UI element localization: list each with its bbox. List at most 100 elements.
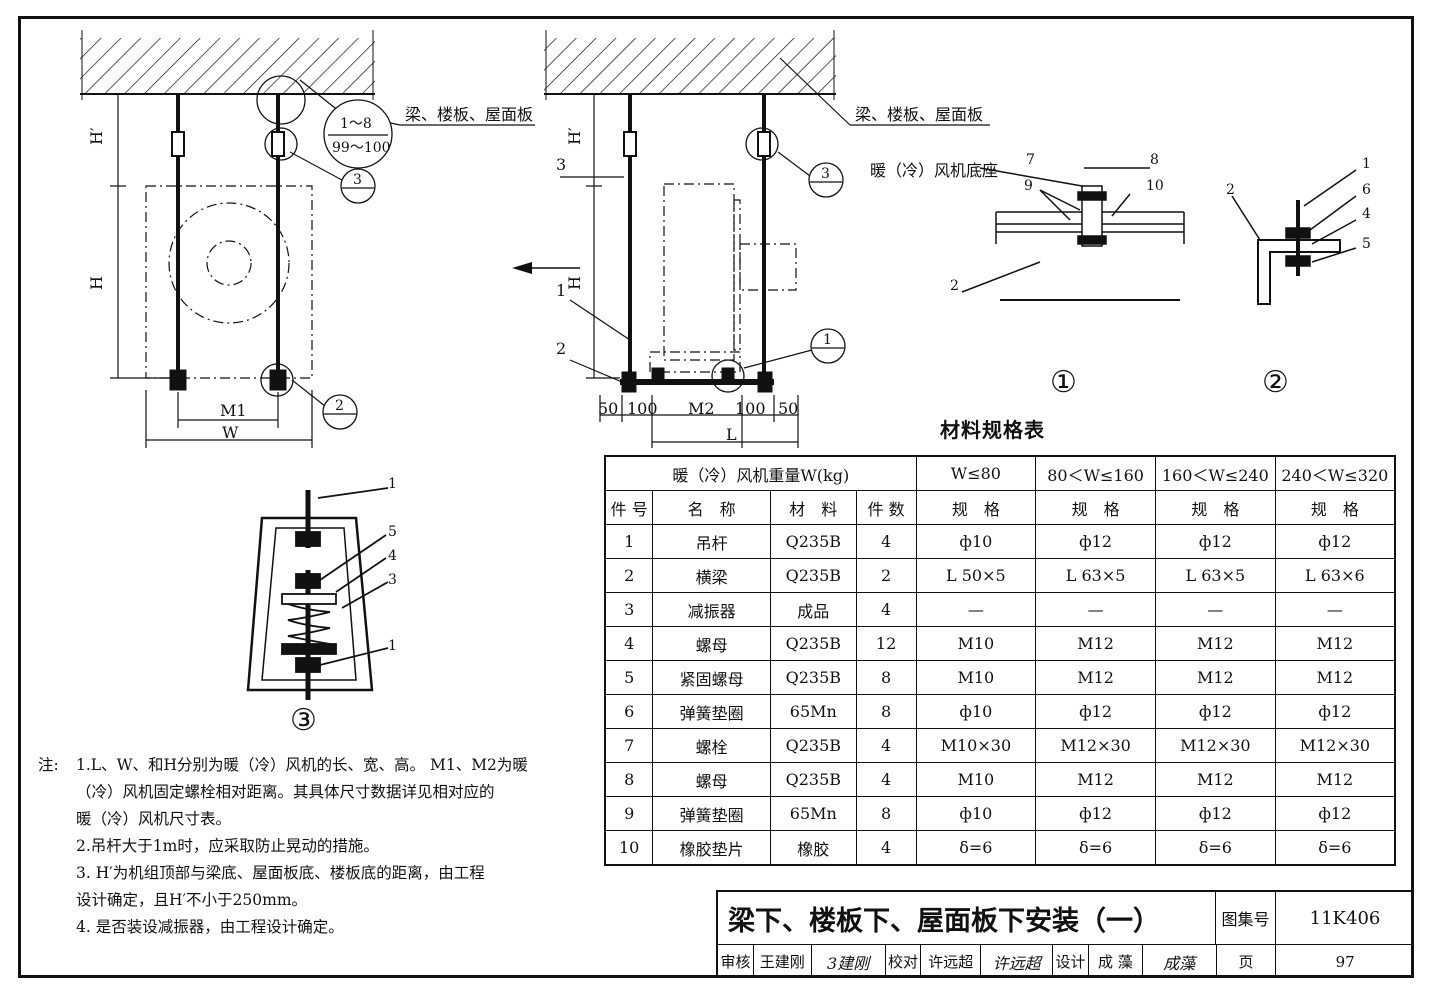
- cell-name: 吊杆: [652, 524, 771, 559]
- review-label: 审核: [718, 945, 754, 978]
- note-line: 4. 是否装设减振器，由工程设计确定。: [76, 918, 344, 936]
- callout-2-left-text: 2: [335, 398, 344, 414]
- note-line: （冷）风机固定螺栓相对距离。其具体尺寸数据详见相对应的: [76, 783, 495, 801]
- cell-spec-1: M10: [915, 762, 1037, 797]
- note-line: 1.L、W、和H分别为暖（冷）风机的长、宽、高。 M1、M2为暖: [76, 756, 528, 774]
- cell-spec-2: ф12: [1035, 796, 1156, 831]
- cell-qty: 2: [855, 558, 917, 593]
- d2-part-5: 5: [1362, 236, 1371, 252]
- cell-spec-4: L 63×6: [1274, 558, 1396, 593]
- cell-name: 橡胶垫片: [652, 830, 771, 866]
- cell-no: 1: [604, 524, 654, 559]
- cell-spec-1: M10×30: [915, 728, 1037, 763]
- callout-1-mid: 1: [810, 328, 846, 364]
- d3-part-4: 4: [388, 548, 397, 564]
- cell-qty: 8: [855, 694, 917, 729]
- designer-name: 成 藻: [1089, 945, 1143, 978]
- detail-1-marker: ①: [1050, 365, 1077, 400]
- designer-signature: 成藻: [1143, 945, 1217, 978]
- m1-label: M1: [220, 401, 247, 420]
- d3-part-1-top: 1: [388, 476, 397, 492]
- notes: 注: 1.L、W、和H分别为暖（冷）风机的长、宽、高。 M1、M2为暖 （冷）风…: [38, 752, 558, 941]
- callout-range: 1～8 99～100: [323, 99, 393, 169]
- h-prime-label-mid: H′: [565, 127, 584, 145]
- checker-name: 许远超: [921, 945, 982, 978]
- callout-range-bottom: 99～100: [332, 140, 391, 156]
- cell-spec-1: L 50×5: [915, 558, 1037, 593]
- cell-material: Q235B: [769, 728, 857, 763]
- cell-name: 弹簧垫圈: [652, 796, 771, 831]
- cell-material: 65Mn: [769, 796, 857, 831]
- cell-no: 8: [604, 762, 654, 797]
- dim-50-right: 50: [778, 399, 798, 418]
- spec-table-title: 材料规格表: [940, 418, 1045, 442]
- cell-spec-4: —: [1274, 592, 1396, 627]
- note-line: 3. H′为机组顶部与梁底、屋面板底、楼板底的距离，由工程: [76, 864, 485, 882]
- cell-material: Q235B: [769, 762, 857, 797]
- cell-name: 螺母: [652, 762, 771, 797]
- mid-part-3-label: 3: [556, 155, 566, 174]
- col-header-spec-1: 规 格: [915, 490, 1037, 525]
- cell-spec-1: δ=6: [915, 830, 1037, 866]
- page-number: 97: [1335, 952, 1355, 971]
- cell-qty: 8: [855, 796, 917, 831]
- cell-no: 2: [604, 558, 654, 593]
- cell-no: 7: [604, 728, 654, 763]
- cell-name: 减振器: [652, 592, 771, 627]
- col-header-material: 材 料: [769, 490, 857, 525]
- mid-part-2-label: 2: [556, 339, 566, 358]
- cell-spec-4: M12: [1274, 626, 1396, 661]
- signature-row: 审核 王建刚 3建刚 校对 许远超 许远超 设计 成 藻 成藻 页 97: [716, 944, 1414, 978]
- cell-spec-3: ф12: [1154, 796, 1276, 831]
- detail-2-drawing: [1231, 169, 1357, 305]
- weight-range-4: 240＜W≤320: [1274, 455, 1396, 491]
- cell-no: 3: [604, 592, 654, 627]
- cell-qty: 8: [855, 660, 917, 695]
- col-header-no: 件 号: [604, 490, 654, 525]
- col-header-name: 名 称: [652, 490, 771, 525]
- cell-spec-4: ф12: [1274, 796, 1396, 831]
- cell-material: 65Mn: [769, 694, 857, 729]
- cell-name: 螺栓: [652, 728, 771, 763]
- d1-part-7: 7: [1026, 152, 1035, 168]
- left-hanger-rods: [169, 75, 306, 397]
- atlas-number: 11K406: [1276, 890, 1414, 944]
- checker-signature: 许远超: [981, 945, 1054, 978]
- cell-material: 橡胶: [769, 830, 857, 866]
- spec-table: 暖（冷）风机重量W(kg) W≤80 80＜W≤160 160＜W≤240 24…: [604, 455, 1396, 866]
- check-label: 校对: [886, 945, 922, 978]
- detail-3-marker: ③: [290, 703, 317, 738]
- cell-name: 紧固螺母: [652, 660, 771, 695]
- l-label: L: [726, 425, 737, 444]
- cell-spec-4: M12: [1274, 660, 1396, 695]
- cell-spec-2: L 63×5: [1035, 558, 1156, 593]
- drawing-title: 梁下、楼板下、屋面板下安装（一）: [716, 890, 1216, 944]
- detail-1-drawing: [961, 167, 1185, 301]
- spec-header-weight-row: 暖（冷）风机重量W(kg) W≤80 80＜W≤160 160＜W≤240 24…: [604, 455, 1396, 491]
- d1-part-2: 2: [950, 278, 959, 294]
- col-header-spec-4: 规 格: [1274, 490, 1396, 525]
- callout-2-left: 2: [322, 394, 358, 430]
- d3-part-1-bottom: 1: [388, 638, 397, 654]
- cell-no: 4: [604, 626, 654, 661]
- h-prime-label-left: H′: [87, 127, 106, 145]
- beam-slab-roof-label-left: 梁、楼板、屋面板: [405, 105, 533, 124]
- atlas-label: 图集号: [1216, 890, 1276, 944]
- dim-100-left: 100: [627, 399, 658, 418]
- d3-part-3: 3: [388, 572, 397, 588]
- cell-spec-3: M12: [1154, 762, 1276, 797]
- detail-2-marker: ②: [1262, 365, 1289, 400]
- cell-qty: 4: [855, 728, 917, 763]
- cell-spec-2: δ=6: [1035, 830, 1156, 866]
- cell-spec-4: M12: [1274, 762, 1396, 797]
- cell-no: 9: [604, 796, 654, 831]
- beam-slab-roof-label-right: 梁、楼板、屋面板: [855, 105, 983, 124]
- cell-qty: 4: [855, 592, 917, 627]
- cell-spec-4: δ=6: [1274, 830, 1396, 866]
- cell-spec-3: δ=6: [1154, 830, 1276, 866]
